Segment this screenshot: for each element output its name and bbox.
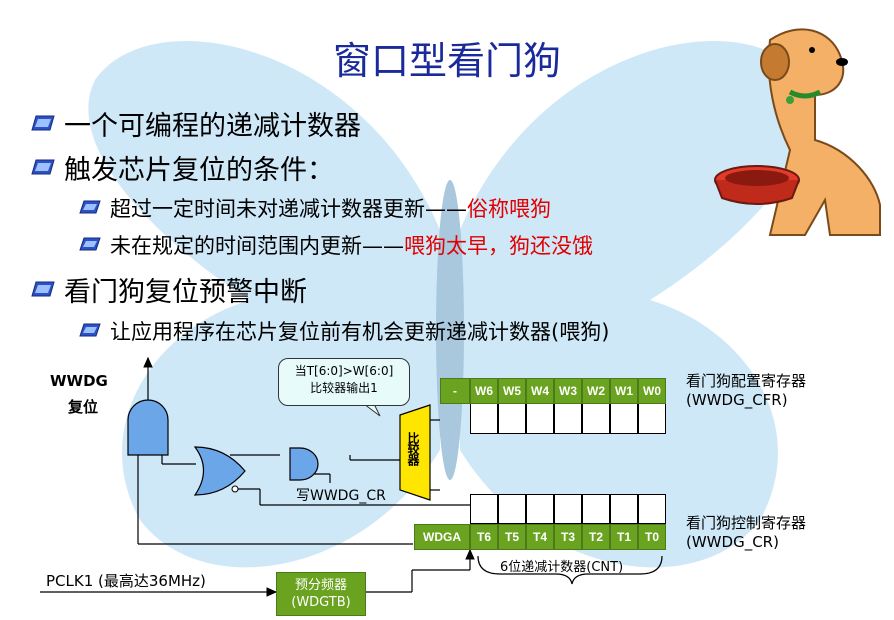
slide-title: 窗口型看门狗 xyxy=(332,39,561,83)
comparator-label: 比较器 xyxy=(406,432,420,465)
value-cell xyxy=(498,494,526,524)
cfr-bit-cell: W4 xyxy=(526,378,554,404)
bullet-timeout: 超过一定时间未对递减计数器更新——俗称喂狗 xyxy=(78,193,551,223)
value-cell xyxy=(582,404,610,434)
value-cell xyxy=(582,494,610,524)
cfr-register-row: - W6 W5 W4 W3 W2 W1 W0 xyxy=(440,378,666,404)
cfr-label-zh: 看门狗配置寄存器 xyxy=(686,372,807,390)
cr-bit-cell: T2 xyxy=(582,524,610,550)
value-cell xyxy=(498,404,526,434)
and-gate-2 xyxy=(289,447,319,481)
cfr-value-row xyxy=(470,404,666,434)
value-cell xyxy=(610,494,638,524)
cr-bit-cell: T0 xyxy=(638,524,666,550)
bullet-text: 看门狗复位预警中断 xyxy=(64,277,307,308)
bullet-icon xyxy=(78,233,102,257)
dog-bowl-graphic xyxy=(714,165,800,205)
bullet-icon xyxy=(30,108,56,139)
write-cr-label: 写WWDG_CR xyxy=(296,488,386,504)
value-cell xyxy=(554,494,582,524)
value-cell xyxy=(554,404,582,434)
cr-bit-cell: T5 xyxy=(498,524,526,550)
cfr-bit-cell: W0 xyxy=(638,378,666,404)
or-gate xyxy=(193,446,246,496)
bullet-programmable-counter: 一个可编程的递减计数器 xyxy=(30,104,361,143)
prescaler-label: 预分频器 xyxy=(294,578,347,593)
cr-bit-cell: T3 xyxy=(554,524,582,550)
cfr-bit-cell: W1 xyxy=(610,378,638,404)
and-gate xyxy=(127,399,169,456)
bubble-line: 当T[6:0]>W[6:0] xyxy=(294,364,394,378)
value-cell xyxy=(526,404,554,434)
comparator-condition-bubble: 当T[6:0]>W[6:0] 比较器输出1 xyxy=(278,358,410,406)
cr-label-en: (WWDG_CR) xyxy=(686,533,779,551)
cfr-register-label: 看门狗配置寄存器 (WWDG_CFR) xyxy=(686,372,806,410)
cfr-bit-cell: W2 xyxy=(582,378,610,404)
cr-bit-cell: T4 xyxy=(526,524,554,550)
bullet-icon xyxy=(78,196,102,220)
value-cell xyxy=(470,404,498,434)
counter-label: 6位递减计数器(CNT) xyxy=(500,560,624,575)
cr-register-row: WDGA T6 T5 T4 T3 T2 T1 T0 xyxy=(414,524,666,550)
cr-register-label: 看门狗控制寄存器 (WWDG_CR) xyxy=(686,514,806,552)
value-cell xyxy=(470,494,498,524)
pclk-label: PCLK1 (最高达36MHz) xyxy=(46,572,206,590)
value-cell xyxy=(638,494,666,524)
cfr-bit-cell: W6 xyxy=(470,378,498,404)
bullet-icon xyxy=(78,319,102,343)
bullet-early-warning: 看门狗复位预警中断 xyxy=(30,270,307,309)
bubble-line: 比较器输出1 xyxy=(310,381,378,395)
bullet-icon xyxy=(30,274,56,305)
cfr-label-en: (WWDG_CFR) xyxy=(686,391,788,409)
bullet-refresh-chance: 让应用程序在芯片复位前有机会更新递减计数器(喂狗) xyxy=(78,316,609,346)
cr-bit-cell: T6 xyxy=(470,524,498,550)
bullet-text: 未在规定的时间范围内更新—— xyxy=(110,234,404,258)
value-cell xyxy=(610,404,638,434)
prescaler-sublabel: (WDGTB) xyxy=(291,595,351,610)
bullet-text: 超过一定时间未对递减计数器更新—— xyxy=(110,197,467,221)
bullet-highlight: 喂狗太早，狗还没饿 xyxy=(404,234,593,258)
bullet-reset-conditions: 触发芯片复位的条件： xyxy=(30,148,334,187)
prescaler-box: 预分频器 (WDGTB) xyxy=(276,572,366,616)
bullet-text: 触发芯片复位的条件： xyxy=(64,155,334,186)
cr-bit-cell: T1 xyxy=(610,524,638,550)
cfr-bit-cell: - xyxy=(440,378,470,404)
bullet-text: 一个可编程的递减计数器 xyxy=(64,111,361,142)
cr-value-row xyxy=(470,494,666,524)
wwdg-reset-label-zh: 复位 xyxy=(68,398,99,416)
value-cell xyxy=(526,494,554,524)
bullet-text: 让应用程序在芯片复位前有机会更新递减计数器(喂狗) xyxy=(110,320,610,344)
cr-bit-cell: WDGA xyxy=(414,524,470,550)
cr-label-zh: 看门狗控制寄存器 xyxy=(686,514,807,532)
wwdg-reset-label: WWDG xyxy=(50,372,108,390)
comparator-shape xyxy=(399,404,431,501)
value-cell xyxy=(638,404,666,434)
bullet-icon xyxy=(30,152,56,183)
cfr-bit-cell: W5 xyxy=(498,378,526,404)
bullet-too-early: 未在规定的时间范围内更新——喂狗太早，狗还没饿 xyxy=(78,230,593,260)
bullet-highlight: 俗称喂狗 xyxy=(467,197,551,221)
cfr-bit-cell: W3 xyxy=(554,378,582,404)
